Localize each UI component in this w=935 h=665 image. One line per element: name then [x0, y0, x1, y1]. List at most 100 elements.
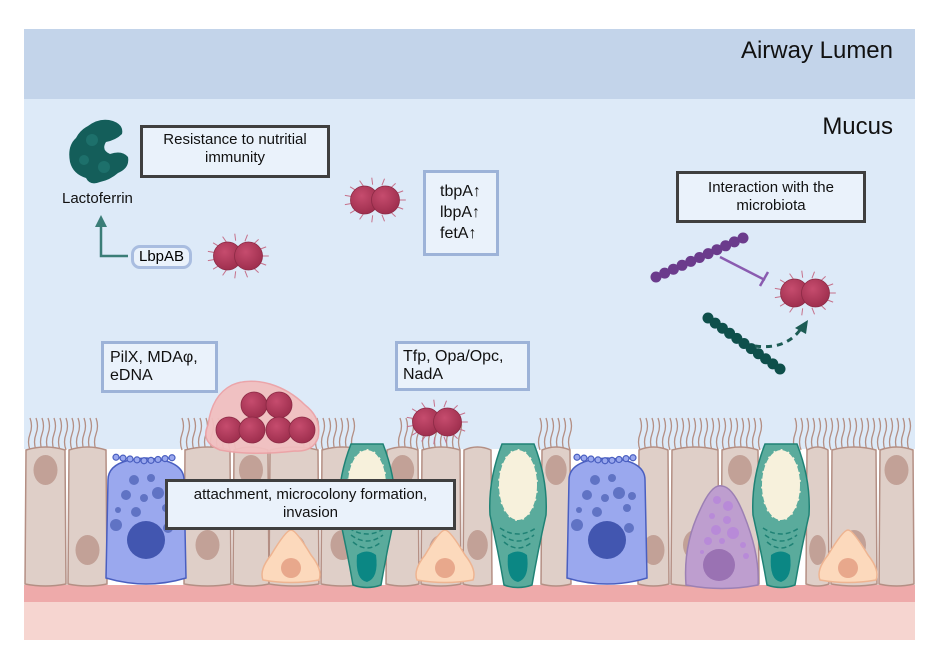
epithelial-cell	[67, 446, 108, 587]
granule	[590, 475, 600, 485]
cilium	[745, 417, 751, 451]
cilium	[858, 417, 864, 451]
cilium	[93, 417, 99, 451]
granule	[613, 487, 625, 499]
cilium	[338, 417, 344, 451]
coccus-right	[433, 407, 462, 437]
cilium	[39, 417, 45, 451]
cilium	[45, 417, 51, 451]
cell-nucleus	[75, 535, 100, 565]
microvillus	[119, 454, 127, 462]
chain-coccus	[694, 252, 705, 263]
microvillus	[608, 456, 616, 464]
granule	[601, 494, 609, 502]
gene-lbpa: lbpA↑	[440, 204, 481, 221]
cell-nucleus	[467, 530, 488, 560]
cilium	[33, 417, 39, 451]
cilium	[685, 417, 691, 451]
chain-coccus	[650, 271, 662, 283]
microvillus	[168, 454, 176, 462]
cilium	[894, 417, 900, 451]
granule	[576, 507, 582, 513]
epithelial-cell	[24, 446, 67, 587]
basal-cell	[818, 529, 878, 584]
cilium	[757, 417, 763, 451]
diplococcus-bacterium	[344, 177, 406, 223]
microcolony-coccus	[215, 416, 243, 444]
cilium	[709, 417, 715, 451]
granule	[110, 519, 122, 531]
attachment-line-1: attachment, microcolony formation,	[193, 486, 428, 503]
chain-coccus	[676, 259, 688, 271]
microcolony-coccus	[238, 416, 266, 444]
cilium	[846, 417, 852, 451]
cilium	[721, 417, 727, 451]
cilium	[63, 417, 69, 451]
epithelial-cell	[878, 446, 915, 587]
microvillus	[580, 454, 588, 462]
microvillus	[601, 457, 609, 465]
cilium	[637, 417, 643, 451]
mucus-label: Mucus	[822, 113, 893, 140]
microbiota-interaction-text: Interaction with the microbiota	[708, 179, 834, 214]
airway-lumen-label: Airway Lumen	[740, 37, 893, 64]
nutritional-immunity-text: Resistance to nutritial immunity	[163, 131, 307, 166]
granule	[131, 507, 141, 517]
granule	[152, 487, 164, 499]
cilium	[751, 417, 757, 451]
microvillus	[161, 455, 169, 463]
granule	[582, 490, 592, 500]
chain-coccus	[702, 248, 714, 260]
granule	[129, 475, 139, 485]
brush-cell-nucleus	[127, 521, 165, 559]
coccus-right	[234, 241, 263, 271]
cilium	[567, 417, 573, 451]
golgi	[501, 534, 535, 542]
pilus	[244, 270, 248, 278]
cilium	[87, 417, 93, 451]
basement-membrane	[24, 585, 915, 602]
microcolony-coccus	[240, 391, 268, 419]
pilus	[789, 273, 795, 280]
microvillus	[587, 455, 595, 463]
cell-nucleus	[195, 530, 220, 560]
cilium	[57, 417, 63, 451]
cilium	[27, 417, 33, 451]
microvillus	[140, 457, 148, 465]
bacteria-group	[207, 177, 836, 445]
inhibition-line	[719, 255, 766, 282]
pilus	[433, 399, 436, 407]
golgi	[764, 534, 798, 542]
cilium	[876, 417, 882, 451]
cilium	[840, 417, 846, 451]
golgi	[350, 534, 384, 542]
cilium	[822, 417, 828, 451]
basal-cell-nucleus	[281, 558, 301, 578]
chain-coccus	[720, 240, 732, 252]
chain-coccus	[667, 263, 679, 275]
pilus	[811, 271, 815, 279]
adhesin-line-1: Tfp, Opa/Opc,	[403, 348, 504, 365]
cilium	[75, 417, 81, 451]
cilium	[697, 417, 703, 451]
pilus	[789, 306, 795, 313]
lactoferrin-protein-icon	[69, 119, 129, 184]
submucosa	[24, 600, 915, 640]
granule	[608, 474, 616, 482]
microvillus	[629, 454, 637, 462]
teal-commensal-chain	[702, 312, 786, 375]
cilium	[667, 417, 673, 451]
lbpab-label: LbpAB	[131, 245, 193, 269]
pilus	[433, 437, 436, 445]
chain-coccus	[711, 244, 723, 256]
cilium	[852, 417, 858, 451]
granule	[571, 519, 583, 531]
cilium	[69, 417, 75, 451]
chain-coccus	[737, 232, 749, 244]
microvillus	[133, 456, 141, 464]
nutritional-immunity-box: Resistance to nutritial immunity	[140, 125, 330, 178]
attachment-box: attachment, microcolony formation, invas…	[165, 479, 456, 530]
granule	[623, 504, 631, 512]
cilium	[649, 417, 655, 451]
